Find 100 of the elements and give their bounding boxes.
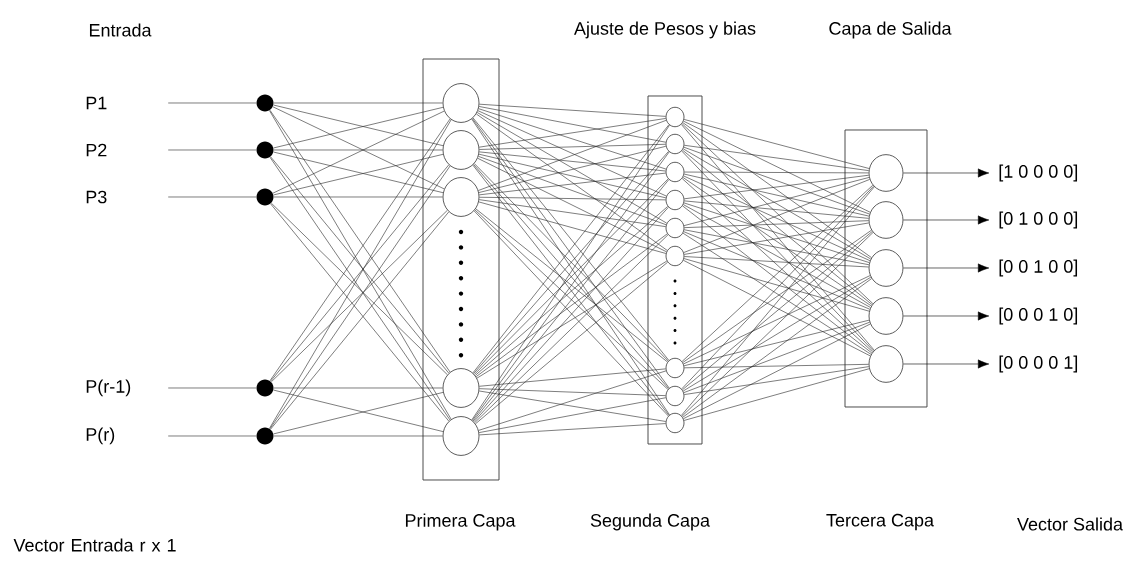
connection-line	[167, 102, 257, 104]
connection-line	[167, 196, 257, 198]
neuron-circle	[665, 245, 685, 267]
connection-line	[683, 120, 871, 213]
connection-line	[683, 319, 870, 367]
layer-caption: Primera Capa	[405, 513, 516, 531]
connection-line	[478, 153, 667, 199]
connection-line	[683, 275, 871, 365]
connection-line	[477, 158, 667, 253]
neuron-circle	[665, 385, 685, 407]
neuron-circle	[665, 357, 685, 379]
connection-line	[682, 231, 873, 391]
layer-heading: Capa de Salida	[829, 21, 952, 39]
connection-line	[479, 143, 666, 150]
connection-line	[477, 110, 667, 197]
connection-line	[475, 233, 668, 377]
connection-line	[681, 123, 874, 304]
connection-line	[273, 387, 443, 389]
input-dot	[256, 427, 274, 445]
connection-line	[682, 278, 872, 418]
input-dot	[256, 94, 274, 112]
connection-line	[273, 149, 443, 151]
connection-line	[683, 204, 871, 308]
layer-caption: Segunda Capa	[590, 513, 710, 531]
connection-line	[684, 366, 870, 395]
connection-line	[167, 149, 257, 151]
connection-line	[684, 364, 869, 369]
input-label: P(r-1)	[86, 379, 131, 397]
neuron-circle	[442, 368, 480, 408]
connection-line	[683, 146, 870, 215]
connection-line	[683, 119, 870, 169]
layer-heading: Ajuste de Pesos y bias	[574, 21, 756, 39]
connection-line	[683, 260, 871, 357]
connection-line	[683, 173, 870, 217]
layer-caption: Vector Entrada r x 1	[13, 538, 176, 552]
input-label: P3	[86, 190, 107, 204]
output-vector: [0 0 0 0 1]	[999, 355, 1078, 373]
connection-line	[478, 199, 666, 227]
connection-line	[684, 220, 869, 228]
connection-line	[683, 258, 870, 312]
arrow	[903, 263, 990, 273]
connection-line	[478, 390, 666, 422]
neuron-circle	[442, 83, 480, 123]
connection-line	[682, 148, 871, 260]
connection-line	[478, 201, 667, 254]
connection-line	[476, 112, 668, 224]
output-vector: [0 1 0 0 0]	[999, 211, 1078, 229]
layer-caption: Tercera Capa	[826, 513, 934, 531]
connection-line	[682, 122, 872, 258]
connection-line	[684, 256, 869, 268]
connection-line	[684, 174, 870, 200]
neuron-circle	[665, 133, 685, 155]
connection-line	[683, 323, 871, 419]
connection-line	[479, 196, 666, 201]
connection-line	[684, 171, 869, 174]
input-dot	[256, 141, 274, 159]
connection-line	[167, 387, 257, 389]
connection-line	[167, 435, 257, 437]
neuron-circle	[665, 189, 685, 211]
neuron-circle	[868, 345, 904, 383]
layer-heading: Entrada	[89, 23, 152, 37]
connection-line	[273, 102, 443, 104]
neuron-circle	[665, 412, 685, 434]
connection-line	[683, 229, 870, 266]
connection-line	[479, 172, 666, 196]
connection-line	[479, 388, 666, 396]
connection-line	[684, 145, 870, 171]
connection-line	[683, 202, 870, 263]
connection-line	[476, 260, 668, 379]
connection-line	[684, 200, 869, 219]
neuron-circle	[868, 201, 904, 239]
connection-line	[682, 177, 872, 307]
neuron-circle	[665, 161, 685, 183]
connection-line	[684, 222, 870, 255]
connection-line	[681, 232, 874, 417]
neuron-circle	[868, 297, 904, 335]
output-vector: [1 0 0 0 0]	[999, 164, 1078, 182]
connection-line	[273, 435, 443, 437]
neuron-circle	[442, 130, 480, 170]
connection-line	[683, 177, 870, 226]
connection-line	[478, 120, 667, 191]
connection-line	[683, 368, 870, 421]
connection-line	[478, 397, 667, 433]
neuron-circle	[665, 106, 685, 128]
connection-line	[478, 106, 667, 143]
connection-line	[478, 156, 667, 226]
connection-line	[478, 108, 667, 170]
input-dot	[256, 188, 274, 206]
connection-line	[479, 368, 666, 387]
arrow	[903, 359, 990, 369]
connection-line	[683, 321, 870, 393]
arrow	[903, 311, 990, 321]
input-label: P2	[86, 143, 107, 157]
output-vector: [0 0 1 0 0]	[999, 259, 1078, 277]
layer-box	[422, 58, 500, 481]
connection-line	[682, 149, 873, 305]
neuron-circle	[442, 416, 480, 456]
neuron-circle	[665, 217, 685, 239]
connection-line	[273, 196, 443, 198]
connection-line	[479, 103, 666, 117]
